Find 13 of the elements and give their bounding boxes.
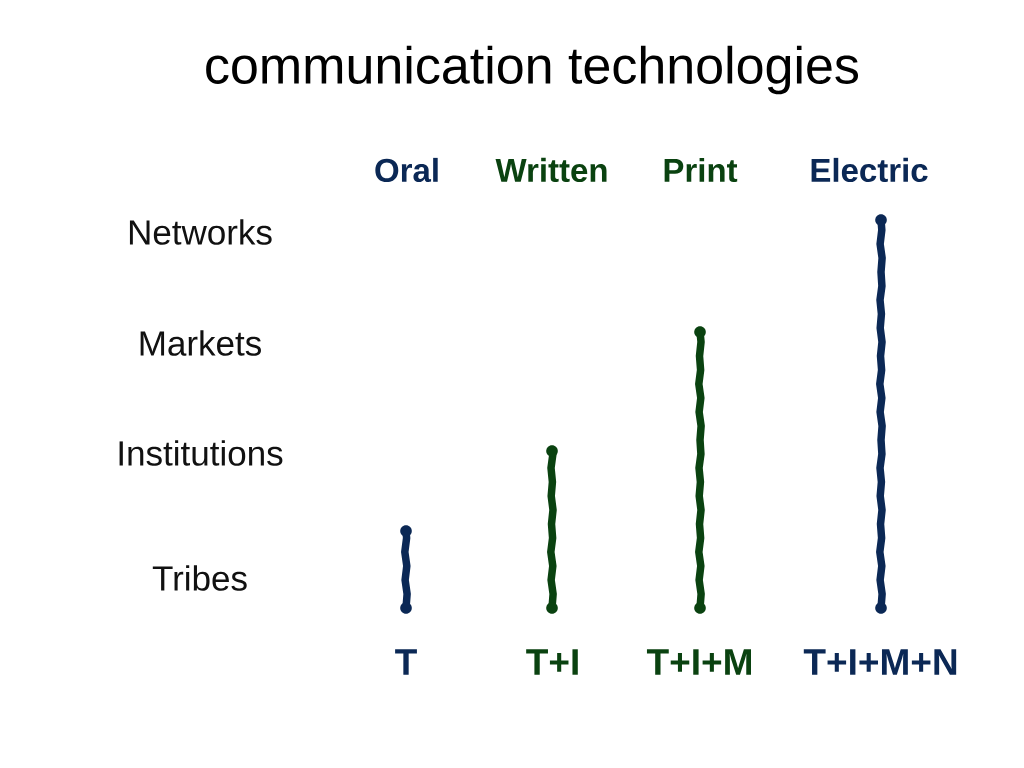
column-heading: Oral — [375, 157, 438, 183]
row-label: Tribes — [152, 565, 247, 591]
combination-label: T+I+M+N — [803, 649, 957, 675]
row-label: Networks — [129, 219, 272, 245]
combination-label: T+I — [526, 649, 578, 675]
combination-label: T — [395, 649, 417, 675]
column-heading: Electric — [811, 157, 928, 183]
row-label: Institutions — [119, 440, 283, 466]
combination-label: T+I+M — [646, 649, 751, 675]
column-heading: Print — [664, 157, 738, 183]
column-heading: Written — [495, 157, 607, 183]
row-label: Markets — [140, 330, 261, 356]
title: communication technologies — [206, 45, 859, 95]
